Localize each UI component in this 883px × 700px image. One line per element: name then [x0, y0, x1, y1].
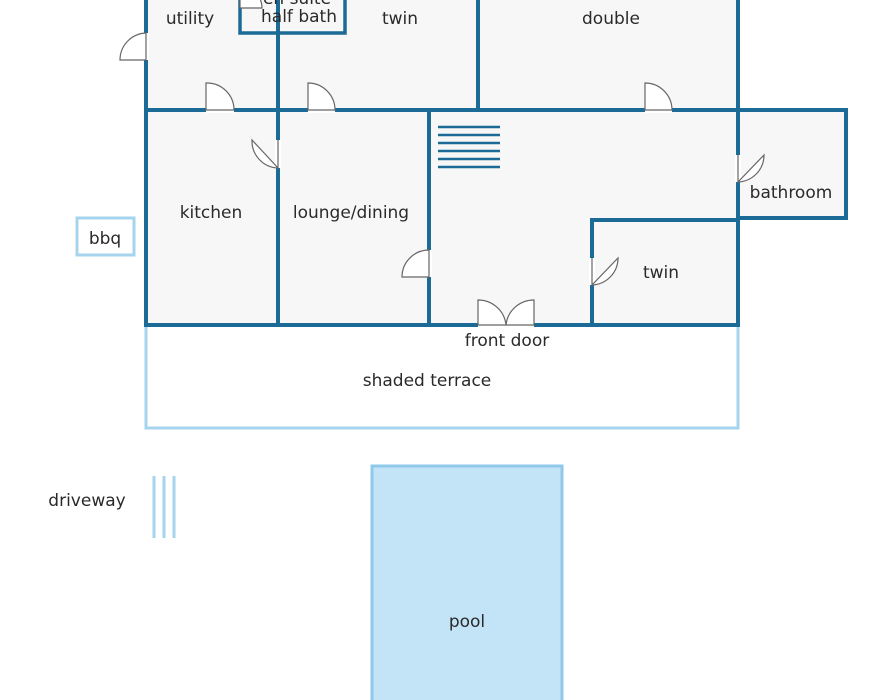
door-icon [251, 138, 279, 170]
driveway-label: driveway [48, 491, 125, 511]
bbq-box [75, 216, 136, 257]
door-icon [737, 153, 765, 184]
room-label-lounge-dining: lounge/dining [293, 203, 409, 223]
pool-area [370, 464, 564, 700]
room-label-half-bath: half bath [261, 7, 337, 27]
house-floor [146, 0, 738, 325]
room-label-bathroom: bathroom [750, 183, 833, 203]
interior-wall [590, 218, 740, 327]
room-label-twin-bottom: twin [643, 263, 679, 283]
door-icon [119, 32, 147, 61]
door-icon [644, 82, 673, 111]
room-label-en-suite: en suite [263, 0, 331, 9]
shaded-terrace-outline [144, 327, 740, 430]
stairs-icon [438, 125, 500, 169]
room-label-twin-top: twin [382, 9, 418, 29]
bbq-label: bbq [89, 229, 121, 249]
shaded-terrace-label: shaded terrace [363, 371, 492, 391]
room-label-utility: utility [166, 9, 214, 29]
door-icon [591, 256, 619, 287]
door-icon [239, 0, 263, 9]
front-door-icon [505, 299, 535, 326]
door-icon [205, 82, 235, 111]
door-icon [401, 249, 430, 278]
door-icon [307, 82, 336, 111]
pool-label: pool [449, 612, 485, 632]
room-label-kitchen: kitchen [180, 203, 243, 223]
room-label-double: double [582, 9, 640, 29]
front-door-label: front door [465, 331, 549, 351]
en-suite-wall [238, 0, 347, 35]
bathroom-wall [736, 108, 848, 220]
